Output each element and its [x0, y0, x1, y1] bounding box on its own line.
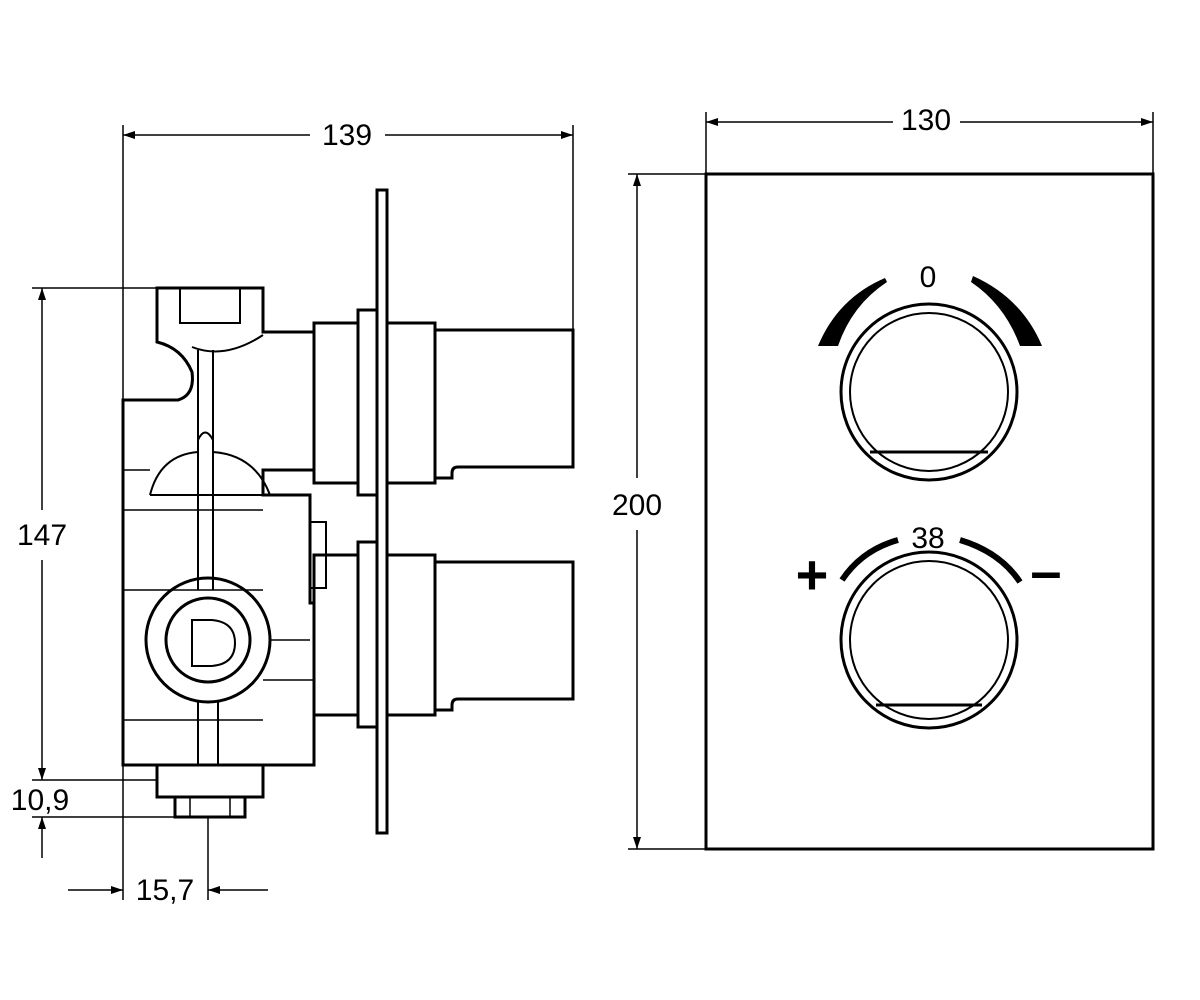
bottom-fitting-nut: [173, 795, 247, 819]
side-port-inner: [164, 596, 252, 684]
dim-label-130: 130: [901, 104, 951, 137]
top-nut-detail: [179, 288, 241, 324]
lower-cartridge-ring: [356, 540, 379, 729]
top-nut-curve: [191, 334, 264, 353]
dim-label-10-9: 10,9: [11, 784, 69, 817]
lower-arc-left: [839, 537, 899, 582]
upper-dial-label: 0: [920, 261, 937, 294]
dim-label-15-7: 15,7: [136, 874, 194, 907]
lower-dial-inner: [849, 560, 1009, 720]
mounting-plate: [375, 188, 389, 835]
bottom-fitting-outer: [155, 763, 265, 799]
upper-cartridge-ring: [356, 308, 379, 497]
side-port-outer: [144, 576, 272, 704]
lower-dial-outer: [839, 550, 1019, 730]
upper-dial-outer: [839, 302, 1019, 482]
dim-label-147: 147: [17, 519, 67, 552]
lower-cartridge-collar: [312, 553, 360, 717]
side-dimensions: 139 147 10,9 15,7: [11, 119, 574, 907]
lower-cartridge-stem: [435, 560, 575, 712]
dome-shape: [149, 451, 271, 496]
front-view: 0 38 + –: [704, 172, 1155, 851]
upper-arc-right: [971, 276, 1042, 346]
dim-label-200: 200: [612, 489, 662, 522]
side-port-d-shape: [191, 619, 237, 667]
upper-cartridge-collar: [312, 321, 360, 485]
side-view: [121, 188, 575, 835]
lower-cartridge-front: [385, 553, 437, 717]
upper-cartridge-stem: [435, 328, 575, 480]
upper-arc-left: [818, 278, 887, 346]
minus-symbol: –: [1030, 539, 1061, 602]
dim-label-139: 139: [322, 119, 372, 152]
plus-symbol: +: [796, 543, 829, 606]
lower-arc-right: [959, 537, 1023, 584]
upper-dial-inner: [849, 312, 1009, 472]
lower-dial-label: 38: [911, 522, 944, 555]
spindle-cap: [197, 431, 214, 441]
front-dimensions: 130 200: [612, 104, 1154, 850]
faceplate: [704, 172, 1155, 851]
upper-cartridge-front: [385, 321, 437, 485]
